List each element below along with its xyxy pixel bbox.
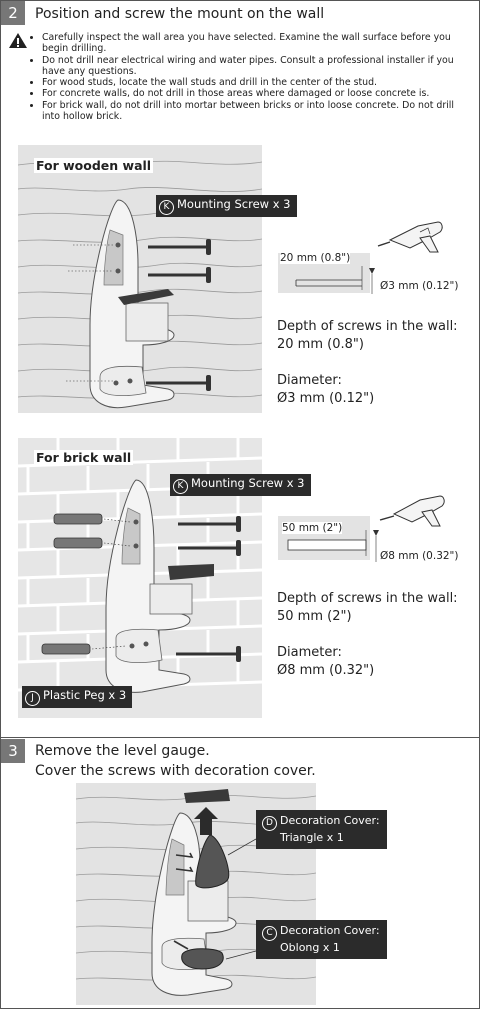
depth-title: Depth of screws in the wall: xyxy=(277,591,458,606)
drill-depth-dimension: 50 mm (2") xyxy=(282,522,343,534)
depth-value: 20 mm (0.8") xyxy=(277,337,364,352)
part-letter: K xyxy=(173,479,188,494)
screw-icon xyxy=(176,516,241,662)
part-quantity: Oblong x 1 xyxy=(280,941,340,954)
diameter-value: Ø8 mm (0.32") xyxy=(277,663,375,678)
drill-diameter-dimension: Ø3 mm (0.12") xyxy=(380,280,459,292)
part-name: Mounting Screw x 3 xyxy=(191,476,305,490)
step-3-title-line1: Remove the level gauge. xyxy=(35,743,210,759)
plastic-peg-icon xyxy=(41,513,103,655)
safety-note: For concrete walls, do not drill in thos… xyxy=(42,88,472,99)
part-letter: K xyxy=(159,200,174,215)
warning-icon xyxy=(9,33,27,48)
part-name: Mounting Screw x 3 xyxy=(177,197,291,211)
part-letter: J xyxy=(25,691,40,706)
step-2-title: Position and screw the mount on the wall xyxy=(35,6,325,22)
part-letter: C xyxy=(262,926,277,941)
step-3-title-line2: Cover the screws with decoration cover. xyxy=(35,763,316,779)
safety-note: For wood studs, locate the wall studs an… xyxy=(42,77,472,88)
wooden-spec-text: Depth of screws in the wall: 20 mm (0.8"… xyxy=(277,318,458,408)
part-quantity: Triangle x 1 xyxy=(280,831,344,844)
step-2-number: 2 xyxy=(1,1,25,25)
drill-diameter-dimension: Ø8 mm (0.32") xyxy=(380,550,459,562)
part-name: Plastic Peg x 3 xyxy=(43,688,127,702)
diameter-title: Diameter: xyxy=(277,645,342,660)
safety-note: Carefully inspect the wall area you have… xyxy=(42,32,472,55)
wooden-wall-subtitle: For wooden wall xyxy=(34,158,154,173)
decoration-cover-illustration xyxy=(76,783,316,1005)
depth-title: Depth of screws in the wall: xyxy=(277,319,458,334)
safety-notes: Carefully inspect the wall area you have… xyxy=(30,32,472,122)
drill-icon xyxy=(377,221,443,253)
part-letter: D xyxy=(262,816,277,831)
safety-note: Do not drill near electrical wiring and … xyxy=(42,55,472,78)
brick-wall-subtitle: For brick wall xyxy=(34,450,134,465)
screw-icon xyxy=(146,239,211,391)
brick-spec-text: Depth of screws in the wall: 50 mm (2") … xyxy=(277,590,458,680)
part-name: Decoration Cover: xyxy=(280,814,380,827)
wooden-wall-illustration xyxy=(18,145,262,413)
diameter-value: Ø3 mm (0.12") xyxy=(277,391,375,406)
section-divider xyxy=(0,737,480,738)
drill-icon xyxy=(379,495,445,527)
step-3-number: 3 xyxy=(1,739,25,763)
drill-depth-dimension: 20 mm (0.8") xyxy=(280,252,351,264)
depth-value: 50 mm (2") xyxy=(277,609,352,624)
brick-wall-illustration xyxy=(18,438,262,718)
part-name: Decoration Cover: xyxy=(280,924,380,937)
safety-note: For brick wall, do not drill into mortar… xyxy=(42,100,472,123)
diameter-title: Diameter: xyxy=(277,373,342,388)
